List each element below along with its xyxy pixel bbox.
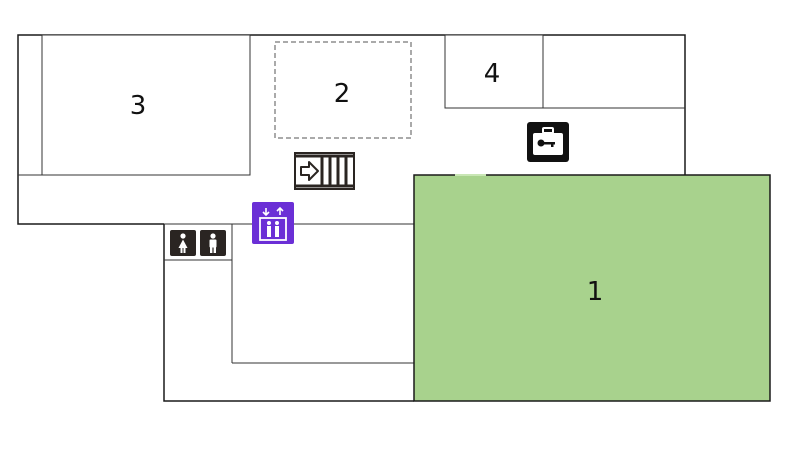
staircase-icon[interactable] bbox=[294, 152, 355, 190]
room-1-area[interactable] bbox=[413, 174, 771, 402]
room-1[interactable]: 1 bbox=[413, 174, 771, 402]
locker-icon[interactable] bbox=[527, 122, 569, 162]
room-3-area[interactable] bbox=[41, 34, 251, 176]
room-3-label: 3 bbox=[130, 91, 147, 121]
room-2-label: 2 bbox=[334, 79, 351, 109]
room-2[interactable]: 2 bbox=[274, 41, 412, 139]
building-outline bbox=[17, 34, 686, 402]
elevator-icon[interactable] bbox=[252, 202, 294, 244]
room-4-label: 4 bbox=[484, 59, 501, 89]
male-restroom-icon[interactable] bbox=[200, 230, 226, 256]
female-restroom-icon[interactable] bbox=[170, 230, 196, 256]
room-3[interactable]: 3 bbox=[41, 34, 251, 176]
room-2-area[interactable] bbox=[274, 41, 412, 139]
room-1-label: 1 bbox=[587, 277, 604, 307]
room-4-area[interactable] bbox=[444, 34, 544, 109]
room-4[interactable]: 4 bbox=[444, 34, 544, 109]
